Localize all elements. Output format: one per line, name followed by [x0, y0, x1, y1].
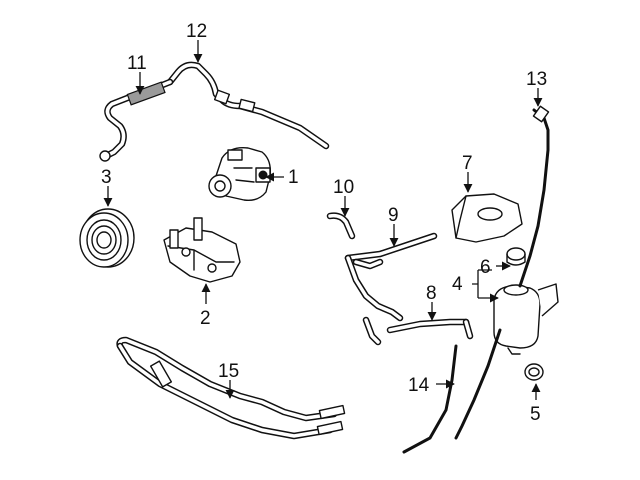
hose-part-14 [402, 328, 502, 454]
pressure-line-part-12 [166, 61, 330, 150]
callout-6: 6 [480, 257, 491, 278]
return-tube-part-9 [344, 232, 438, 346]
cooler-line-part-15 [116, 336, 346, 440]
callout-14: 14 [408, 375, 430, 396]
callout-13: 13 [526, 69, 547, 90]
hose-part-10 [326, 212, 356, 240]
callout-10: 10 [333, 177, 354, 198]
callout-7: 7 [462, 153, 473, 174]
callout-8: 8 [426, 283, 437, 304]
callout-labels: 11 12 1 3 2 10 9 7 6 4 8 13 14 5 15 [101, 21, 547, 425]
callout-11: 11 [127, 53, 147, 74]
callout-5: 5 [530, 404, 541, 425]
power-steering-pump-part-1 [208, 147, 272, 202]
callout-leaders [103, 40, 543, 400]
hose-part-8 [386, 318, 474, 340]
callout-12: 12 [186, 21, 207, 42]
callout-1: 1 [288, 167, 299, 188]
callout-3: 3 [101, 167, 112, 188]
callout-15: 15 [218, 361, 239, 382]
callout-9: 9 [388, 205, 399, 226]
callout-4: 4 [452, 274, 463, 295]
pulley-part-3 [79, 208, 135, 268]
grommet-part-5 [524, 363, 544, 381]
hose-part-13 [518, 105, 550, 288]
reservoir-part-4 [493, 283, 559, 355]
reservoir-cover-part-7 [451, 193, 523, 243]
pump-bracket-part-2 [163, 217, 241, 283]
reservoir-cap-part-6 [506, 247, 526, 266]
callout-2: 2 [200, 308, 211, 329]
hose-assembly-part-11 [99, 78, 174, 162]
